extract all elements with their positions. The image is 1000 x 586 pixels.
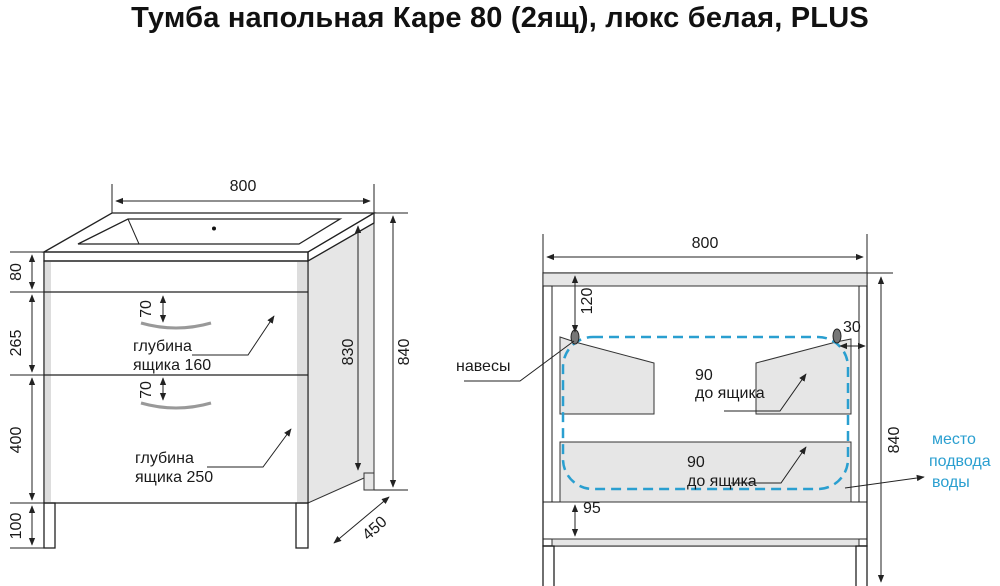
front-width-label: 800 — [230, 178, 257, 195]
back-leg-right — [855, 545, 868, 586]
lower-clearance-label: до ящика — [687, 473, 757, 490]
hinges-label: навесы — [456, 358, 510, 375]
upper-right-panel — [755, 338, 852, 415]
upper-clearance-label: 90 — [695, 367, 713, 384]
bottom-offset-label: 95 — [583, 500, 601, 517]
water-supply-label: воды — [932, 474, 970, 491]
water-supply-label: место — [932, 431, 976, 448]
section-height-label: 400 — [8, 427, 25, 454]
front-leg-right — [295, 502, 309, 549]
front-height-body-label: 830 — [340, 339, 357, 366]
section-height-label: 80 — [8, 263, 25, 281]
back-leg-left — [542, 545, 555, 586]
upper-left-panel — [559, 336, 655, 415]
section-height-label: 265 — [8, 330, 25, 357]
drawer-handle — [140, 321, 212, 330]
drawer1-depth-label: глубина — [133, 338, 192, 355]
front-view: 800 840 830 80 265 400 100 70 70 глуб — [8, 178, 413, 549]
lower-panel — [559, 441, 852, 503]
hinge-side-offset-label: 30 — [843, 319, 861, 336]
upper-clearance-label: до ящика — [695, 385, 765, 402]
drawer-handle — [140, 401, 212, 410]
hinge-top-offset-label: 120 — [579, 288, 596, 315]
front-leg-left — [43, 502, 56, 549]
drawer2-depth-label: ящика 250 — [135, 469, 213, 486]
back-width-label: 800 — [692, 235, 719, 252]
back-view: 800 840 120 30 95 навесы 90 до ящика 90 … — [456, 234, 991, 586]
section-height-label: 100 — [8, 513, 25, 540]
cabinet-body — [43, 260, 309, 504]
drawer1-depth-label: ящика 160 — [133, 357, 211, 374]
countertop-front — [43, 251, 309, 262]
handle-offset-label: 70 — [138, 381, 155, 399]
sink-bowl — [77, 218, 343, 245]
handle-offset-label: 70 — [138, 300, 155, 318]
back-height-label: 840 — [886, 427, 903, 454]
water-supply-label: подвода — [929, 453, 991, 470]
drain-hole — [212, 226, 216, 231]
drawer2-depth-label: глубина — [135, 450, 194, 467]
top-rail — [542, 272, 868, 287]
hinge-icon — [832, 328, 842, 344]
page-title: Тумба напольная Каре 80 (2ящ), люкс бела… — [131, 2, 869, 34]
back-leg — [363, 472, 375, 491]
front-height-total-label: 840 — [396, 339, 413, 366]
lower-clearance-label: 90 — [687, 454, 705, 471]
sink-outline — [561, 335, 850, 491]
